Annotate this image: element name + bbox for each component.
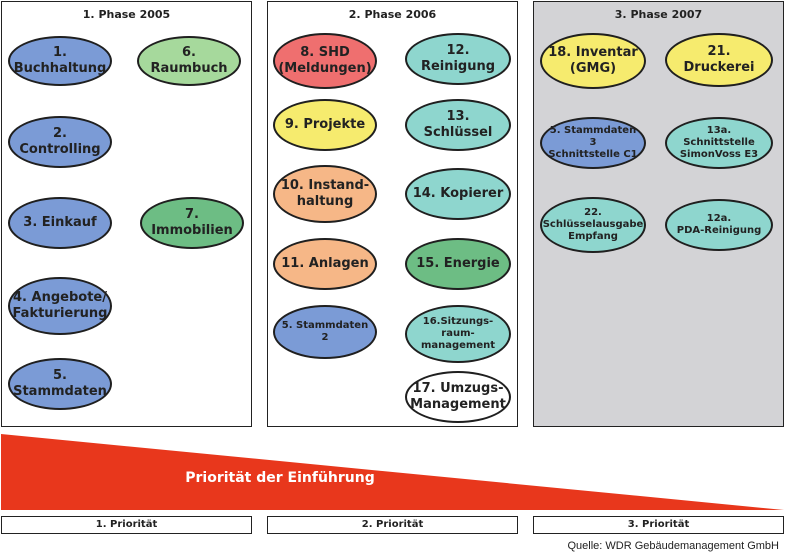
node-11-anlagen: 11. Anlagen [273, 238, 377, 290]
node-10-instandhaltung: 10. Instand- haltung [273, 165, 377, 223]
priority-1-box: 1. Priorität [1, 516, 252, 534]
phase-1-title: 1. Phase 2005 [82, 8, 171, 21]
node-9-projekte: 9. Projekte [273, 99, 377, 151]
node-22-schluesselausgabe: 22. Schlüsselausgabe Empfang [540, 197, 646, 253]
node-14-kopierer: 14. Kopierer [405, 168, 511, 220]
phase-2-title: 2. Phase 2006 [348, 8, 437, 21]
node-12a-pda-reinigung: 12a. PDA-Reinigung [665, 199, 773, 251]
node-5-stammdaten-3: 5. Stammdaten 3 Schnittstelle C1 [540, 117, 646, 169]
node-3-einkauf: 3. Einkauf [8, 197, 112, 249]
node-8-shd: 8. SHD (Meldungen) [273, 33, 377, 89]
node-2-controlling: 2. Controlling [8, 116, 112, 168]
node-17-umzugsmanagement: 17. Umzugs- Management [405, 371, 511, 423]
phase-2-box: 2. Phase 2006 [267, 1, 518, 427]
node-12-reinigung: 12. Reinigung [405, 33, 511, 85]
node-6-raumbuch: 6. Raumbuch [137, 36, 241, 86]
node-7-immobilien: 7. Immobilien [140, 197, 244, 249]
node-4-angebote: 4. Angebote/ Fakturierung [8, 277, 112, 335]
priority-arrow-label: Priorität der Einführung [185, 470, 375, 486]
node-5-stammdaten-2: 5. Stammdaten 2 [273, 305, 377, 359]
node-5-stammdaten: 5. Stammdaten [8, 358, 112, 410]
node-21-druckerei: 21. Druckerei [665, 33, 773, 87]
node-18-inventar: 18. Inventar (GMG) [540, 33, 646, 89]
phase-1-box: 1. Phase 2005 [1, 1, 252, 427]
node-16-sitzungsraum: 16.Sitzungs- raum- management [405, 305, 511, 363]
node-1-buchhaltung: 1. Buchhaltung [8, 36, 112, 86]
node-13a-schnittstelle: 13a. Schnittstelle SimonVoss E3 [665, 117, 773, 169]
node-13-schluessel: 13. Schlüssel [405, 99, 511, 151]
priority-wedge-shape [1, 434, 784, 510]
phase-3-title: 3. Phase 2007 [614, 8, 703, 21]
source-caption: Quelle: WDR Gebäudemanagement GmbH [567, 540, 779, 552]
priority-3-box: 3. Priorität [533, 516, 784, 534]
priority-2-box: 2. Priorität [267, 516, 518, 534]
node-15-energie: 15. Energie [405, 238, 511, 290]
